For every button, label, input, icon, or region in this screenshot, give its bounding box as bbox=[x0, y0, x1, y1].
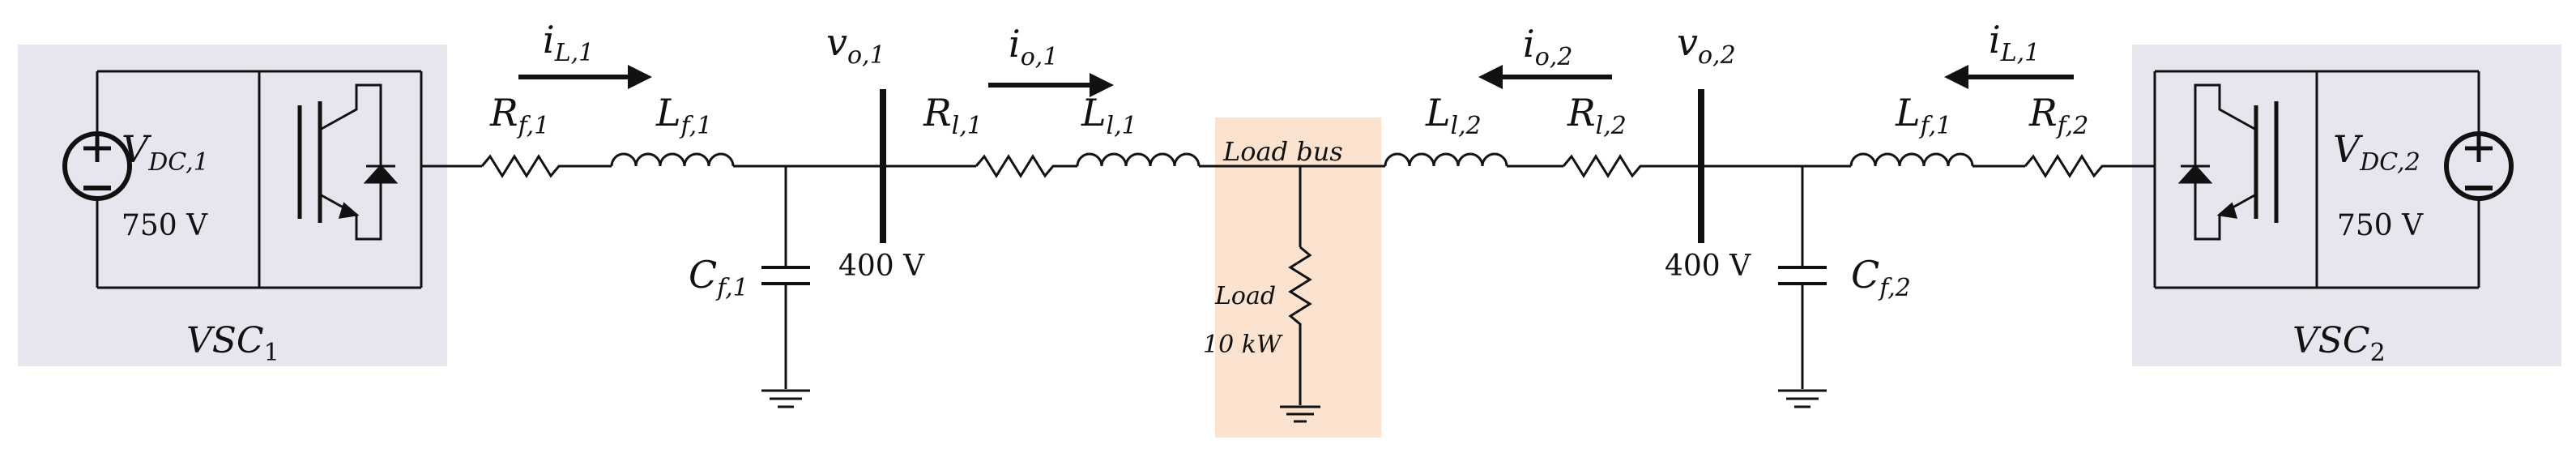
load-label: Load bbox=[1214, 282, 1276, 310]
ground-icon bbox=[1280, 405, 1320, 423]
load-bus-label: Load bus bbox=[1222, 136, 1343, 167]
lf1-label: Lf,1 bbox=[655, 91, 712, 140]
vsc1-panel bbox=[18, 45, 447, 366]
resistor-rl1-icon bbox=[975, 154, 1077, 178]
rl1-label: Rl,1 bbox=[923, 91, 983, 140]
io2-arrow bbox=[1478, 65, 1612, 89]
resistor-load-icon bbox=[1288, 246, 1312, 405]
resistor-rf1-icon bbox=[480, 154, 612, 178]
ll2-label: Ll,2 bbox=[1425, 91, 1482, 140]
inductor-ll2-icon bbox=[1384, 152, 1508, 167]
il1-left-arrow bbox=[518, 65, 652, 89]
il1-left-label: iL,1 bbox=[543, 18, 594, 67]
right-feeder bbox=[1384, 89, 2155, 408]
igbt-switch-icon bbox=[2177, 83, 2279, 241]
il1-right-label: iL,1 bbox=[1989, 18, 2040, 67]
bus2-voltage: 400 V bbox=[1665, 250, 1751, 283]
vdc1-label: VDC,1 bbox=[122, 127, 209, 177]
inductor-lf1-icon bbox=[610, 152, 735, 167]
vdc2-voltage: 750 V bbox=[2337, 209, 2424, 242]
vo2-label: vo,2 bbox=[1677, 20, 1736, 70]
io1-label: io,1 bbox=[1009, 22, 1058, 71]
inductor-lf2-icon bbox=[1849, 152, 1974, 167]
ll1-label: Ll,1 bbox=[1081, 91, 1137, 140]
vdc1-voltage: 750 V bbox=[122, 209, 208, 242]
cf2-label: Cf,2 bbox=[1851, 253, 1911, 302]
vsc1-label: VSC1 bbox=[186, 320, 279, 367]
capacitor-cf1-icon bbox=[761, 166, 810, 389]
load-branch: Load bus Load 10 kW bbox=[1203, 136, 1343, 423]
resistor-rf2-icon bbox=[2024, 154, 2155, 178]
dc-voltage-source-icon bbox=[2444, 131, 2514, 201]
vo1-label: vo,1 bbox=[826, 20, 885, 70]
vsc2-block: VDC,2 750 V VSC2 bbox=[2153, 70, 2514, 367]
dc-voltage-source-icon bbox=[62, 131, 132, 201]
lf2-label: Lf,1 bbox=[1895, 91, 1951, 140]
vsc2-label: VSC2 bbox=[2292, 320, 2386, 367]
inductor-ll1-icon bbox=[1076, 152, 1201, 167]
bus1-voltage: 400 V bbox=[838, 250, 925, 283]
rf2-label: Rf,2 bbox=[2028, 91, 2088, 140]
vsc1-block: VDC,1 750 V VSC1 bbox=[62, 70, 423, 367]
rl2-label: Rl,2 bbox=[1567, 91, 1627, 140]
io1-arrow bbox=[988, 73, 1114, 97]
load-power: 10 kW bbox=[1203, 331, 1283, 359]
capacitor-cf2-icon bbox=[1778, 166, 1827, 389]
cf1-label: Cf,1 bbox=[689, 253, 748, 302]
ground-icon bbox=[761, 389, 810, 408]
il1-right-arrow bbox=[1944, 65, 2074, 89]
ground-icon bbox=[1778, 389, 1827, 408]
vdc2-label: VDC,2 bbox=[2333, 127, 2420, 177]
igbt-switch-icon bbox=[297, 83, 399, 241]
left-feeder bbox=[421, 89, 1385, 408]
resistor-rl2-icon bbox=[1562, 154, 1851, 178]
rf1-label: Rf,1 bbox=[489, 91, 549, 140]
io2-label: io,2 bbox=[1523, 22, 1572, 71]
vsc2-panel bbox=[2132, 45, 2561, 366]
load-bus-panel bbox=[1215, 118, 1381, 438]
